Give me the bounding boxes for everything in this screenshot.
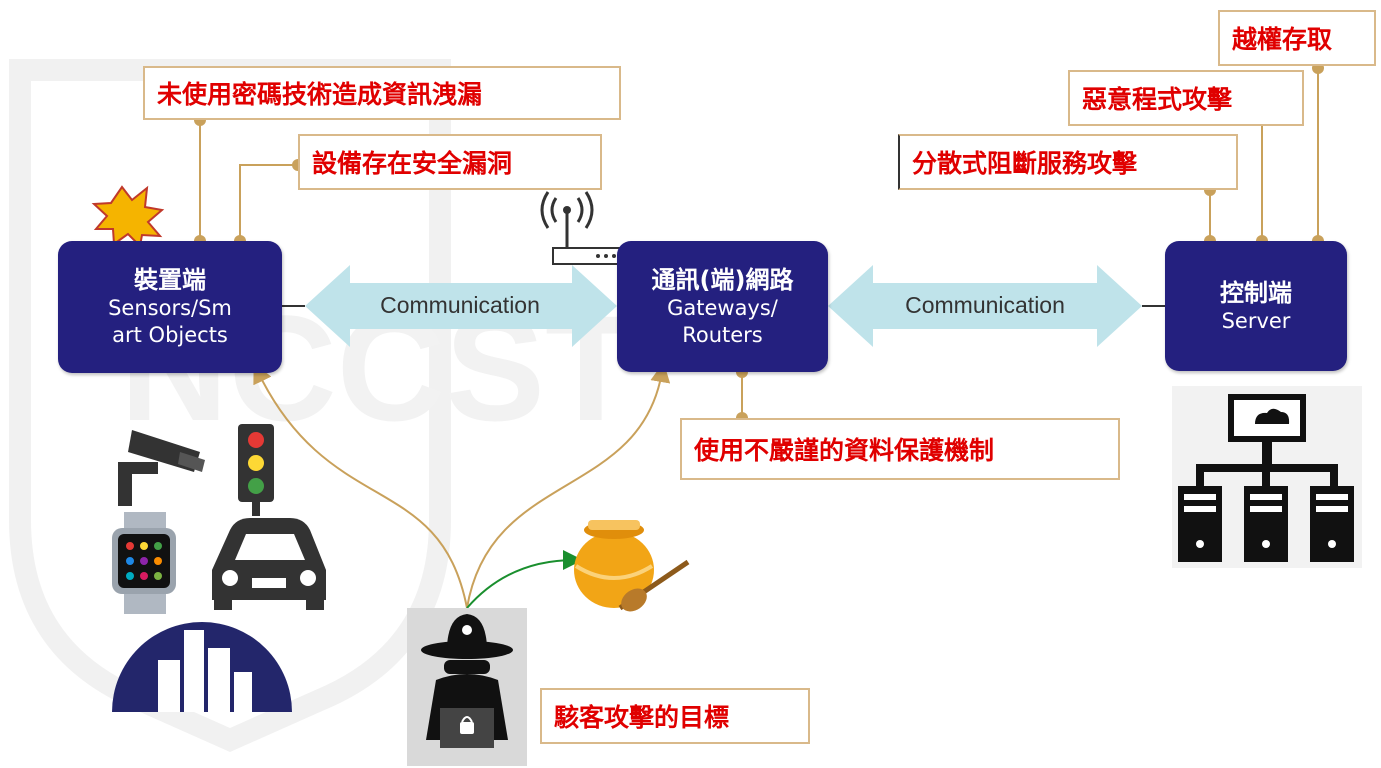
server-network-icon <box>1172 386 1362 568</box>
explosion-icon <box>91 185 165 249</box>
callout-connectors <box>199 68 1319 418</box>
device-node: 裝置端 Sensors/Sm art Objects <box>58 241 282 373</box>
router-icon <box>540 191 624 265</box>
server-node-sub1: Server <box>1221 308 1291 333</box>
device-node-sub1: Sensors/Sm <box>108 296 232 320</box>
callout-malware: 惡意程式攻擊 <box>1068 70 1304 126</box>
network-node-sub2: Routers <box>682 322 763 347</box>
device-node-sub2: art Objects <box>112 323 228 347</box>
smart-city-icon <box>112 622 292 712</box>
smartwatch-icon <box>112 512 176 614</box>
callout-data-protection: 使用不嚴謹的資料保護機制 <box>680 418 1120 480</box>
callout-no-crypto: 未使用密碼技術造成資訊洩漏 <box>143 66 621 120</box>
comm-label-right: Communication <box>905 292 1065 318</box>
comm-arrow-right <box>828 265 1142 347</box>
callout-vulnerability: 設備存在安全漏洞 <box>298 134 602 190</box>
honeypot-icon <box>574 520 690 612</box>
cctv-camera-icon <box>118 430 205 506</box>
comm-arrow-left <box>305 265 617 347</box>
honeypot-arrow <box>466 550 583 609</box>
hacker-icon <box>407 608 527 766</box>
comm-label-left: Communication <box>380 292 540 318</box>
server-node: 控制端 Server <box>1165 241 1347 371</box>
device-node-title: 裝置端 <box>134 266 206 294</box>
callout-unauthorized-access: 越權存取 <box>1218 10 1376 66</box>
car-icon <box>212 518 326 610</box>
network-node-sub1: Gateways/ <box>667 295 778 320</box>
attack-curve-device <box>253 363 468 609</box>
network-node-title: 通訊(端)網路 <box>651 265 794 294</box>
attack-curve-network <box>466 362 671 609</box>
network-node: 通訊(端)網路 Gateways/ Routers <box>617 241 828 372</box>
traffic-light-icon <box>238 424 274 516</box>
server-node-title: 控制端 <box>1220 278 1292 307</box>
callout-ddos: 分散式阻斷服務攻擊 <box>898 134 1238 190</box>
callout-hacker-target: 駭客攻擊的目標 <box>540 688 810 744</box>
